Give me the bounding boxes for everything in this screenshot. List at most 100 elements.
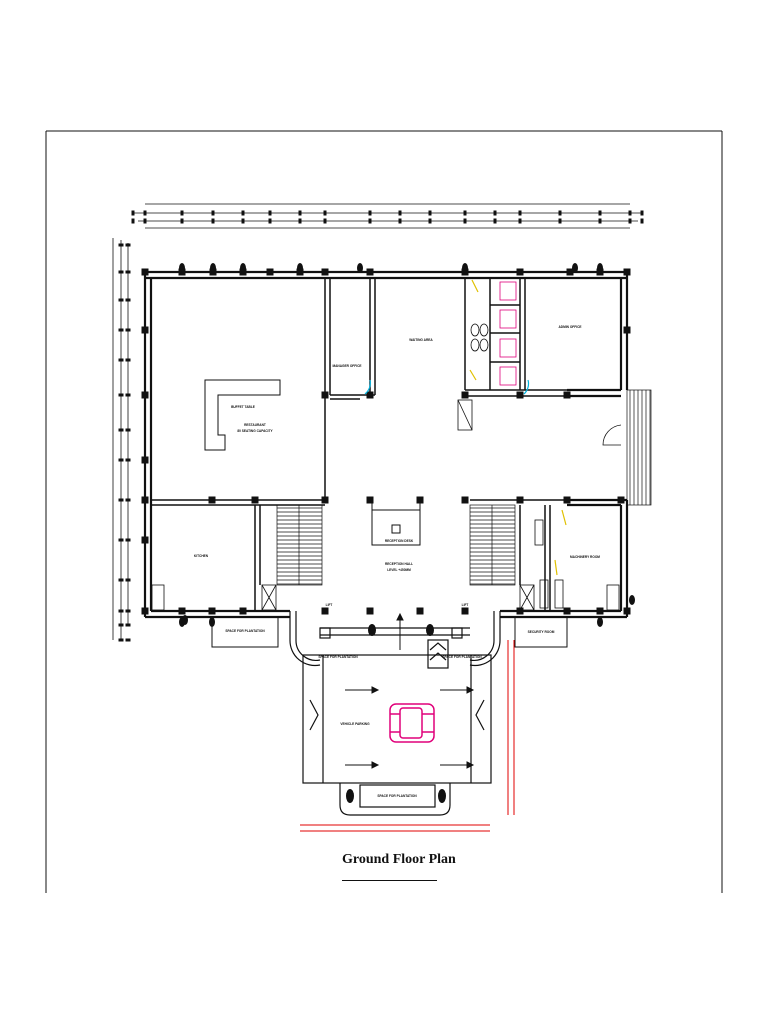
label-kitchen: KITCHEN bbox=[194, 554, 209, 558]
dimension-tick bbox=[558, 218, 562, 224]
dimension-tick bbox=[211, 210, 215, 216]
column bbox=[366, 496, 374, 504]
dimension-tick bbox=[241, 218, 245, 224]
dimension-tick bbox=[131, 218, 135, 224]
column bbox=[141, 268, 149, 276]
column bbox=[366, 391, 374, 399]
dimension-tick bbox=[241, 210, 245, 216]
column bbox=[596, 607, 604, 615]
label-lift-right: LIFT bbox=[462, 603, 469, 607]
label-machinery-room: MACHINERY ROOM bbox=[570, 555, 600, 559]
dimension-tick bbox=[640, 210, 644, 216]
dimension-tick bbox=[493, 210, 497, 216]
dimension-tick bbox=[598, 210, 602, 216]
column bbox=[208, 496, 216, 504]
column bbox=[321, 268, 329, 276]
pilaster bbox=[357, 263, 363, 273]
label-seating-capacity: 80 SEATING CAPACITY bbox=[237, 429, 273, 433]
dimension-tick bbox=[268, 210, 272, 216]
column bbox=[563, 496, 571, 504]
dimension-tick bbox=[118, 393, 124, 397]
pilaster bbox=[572, 263, 578, 273]
dimension-lines-red bbox=[300, 640, 515, 832]
dimension-tick bbox=[628, 218, 632, 224]
label-restaurant: RESTAURANT bbox=[244, 423, 266, 427]
label-vehicle-parking: VEHICLE PARKING bbox=[340, 722, 370, 726]
label-admin-office: ADMIN OFFICE bbox=[558, 325, 581, 329]
dimension-tick bbox=[125, 578, 131, 582]
dimension-tick bbox=[118, 458, 124, 462]
dimension-tick bbox=[268, 218, 272, 224]
column bbox=[563, 391, 571, 399]
column bbox=[141, 536, 149, 544]
dimension-tick bbox=[125, 243, 131, 247]
column bbox=[239, 607, 247, 615]
label-plantation-bottom-left: SPACE FOR PLANTATION bbox=[225, 629, 265, 633]
label-buffet-table: BUFFET TABLE bbox=[231, 405, 255, 409]
dimension-tick bbox=[143, 210, 147, 216]
column bbox=[266, 268, 274, 276]
dimension-tick bbox=[118, 609, 124, 613]
label-reception-hall: RECEPTION HALL bbox=[385, 562, 413, 566]
pilaster bbox=[182, 615, 188, 625]
column bbox=[141, 391, 149, 399]
plan-title: Ground Floor Plan bbox=[342, 852, 456, 881]
dimension-tick bbox=[125, 458, 131, 462]
dimension-tick bbox=[428, 218, 432, 224]
column bbox=[366, 607, 374, 615]
column bbox=[461, 496, 469, 504]
parking-arrows bbox=[345, 612, 475, 769]
column bbox=[141, 496, 149, 504]
toilet-fixtures bbox=[470, 281, 517, 386]
column bbox=[416, 607, 424, 615]
pilaster bbox=[210, 263, 216, 273]
column bbox=[178, 607, 186, 615]
sheet-border bbox=[45, 130, 723, 893]
porch bbox=[289, 611, 501, 669]
columns bbox=[141, 263, 635, 627]
column bbox=[321, 496, 329, 504]
door-swing-east bbox=[602, 424, 622, 446]
dimension-tick bbox=[598, 218, 602, 224]
staircase-left bbox=[276, 504, 323, 586]
dimension-tick bbox=[125, 328, 131, 332]
pilaster bbox=[597, 263, 603, 273]
dimension-tick bbox=[298, 218, 302, 224]
column bbox=[461, 607, 469, 615]
planter-dots bbox=[346, 624, 446, 803]
reception-desk-shape bbox=[371, 500, 421, 546]
column bbox=[617, 496, 625, 504]
column bbox=[516, 391, 524, 399]
column bbox=[366, 268, 374, 276]
dimension-tick bbox=[118, 638, 124, 642]
label-security-room: SECURITY ROOM bbox=[528, 630, 555, 634]
dimension-tick bbox=[125, 498, 131, 502]
plantation-boxes bbox=[211, 616, 568, 648]
vehicle-car bbox=[389, 703, 435, 743]
dimension-tick bbox=[118, 498, 124, 502]
dimension-tick bbox=[118, 538, 124, 542]
column bbox=[566, 268, 574, 276]
dimension-tick bbox=[628, 210, 632, 216]
column bbox=[623, 607, 631, 615]
label-level: LEVEL +450MM bbox=[387, 568, 411, 572]
label-lift-left: LIFT bbox=[326, 603, 333, 607]
dimension-tick bbox=[118, 243, 124, 247]
dimension-tick bbox=[118, 358, 124, 362]
dimension-tick bbox=[118, 270, 124, 274]
dimension-lines-top bbox=[133, 203, 642, 229]
column bbox=[623, 268, 631, 276]
parking-canopy bbox=[302, 654, 492, 816]
dimension-tick bbox=[428, 210, 432, 216]
column bbox=[563, 607, 571, 615]
dimension-tick bbox=[518, 218, 522, 224]
dimension-tick bbox=[118, 298, 124, 302]
dimension-tick bbox=[640, 218, 644, 224]
dimension-tick bbox=[323, 210, 327, 216]
column bbox=[208, 607, 216, 615]
dimension-tick bbox=[118, 623, 124, 627]
column bbox=[141, 326, 149, 334]
dimension-ticks-top bbox=[131, 210, 644, 224]
column bbox=[623, 326, 631, 334]
